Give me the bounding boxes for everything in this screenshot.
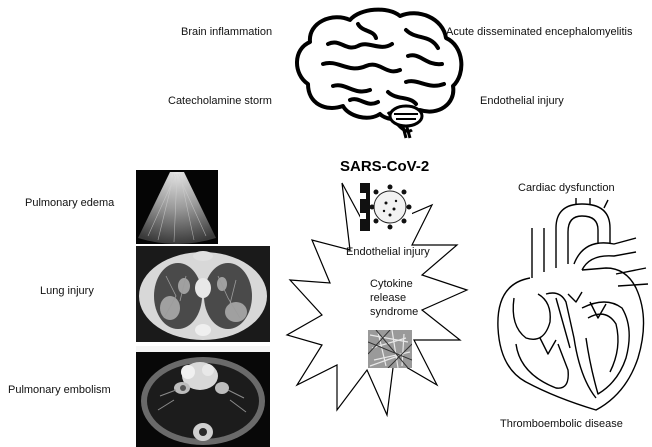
cytokine-micrograph-image <box>368 330 412 368</box>
heart-icon <box>486 198 652 412</box>
label-center-endothelial-injury: Endothelial injury <box>346 246 430 259</box>
cytokine-line-2: release <box>370 291 418 305</box>
label-cytokine-release-syndrome: Cytokine release syndrome <box>370 277 418 319</box>
ct-embolism-image <box>136 346 270 447</box>
label-brain-inflammation: Brain inflammation <box>181 26 272 39</box>
label-acute-disseminated-encephalomyelitis: Acute disseminated encephalomyelitis <box>446 26 633 39</box>
brain-icon <box>288 4 468 144</box>
label-catecholamine-storm: Catecholamine storm <box>168 95 272 108</box>
ct-lung-image <box>136 246 270 342</box>
ultrasound-image <box>136 170 218 244</box>
cytokine-line-3: syndrome <box>370 305 418 319</box>
label-thromboembolic-disease: Thromboembolic disease <box>500 418 623 431</box>
label-cardiac-dysfunction: Cardiac dysfunction <box>518 182 615 195</box>
virus-icon <box>360 183 412 231</box>
sars-cov-2-title: SARS-CoV-2 <box>340 158 429 175</box>
label-pulmonary-embolism: Pulmonary embolism <box>8 384 111 397</box>
label-brain-endothelial-injury: Endothelial injury <box>480 95 564 108</box>
label-lung-injury: Lung injury <box>40 285 94 298</box>
label-pulmonary-edema: Pulmonary edema <box>25 197 114 210</box>
cytokine-line-1: Cytokine <box>370 277 418 291</box>
